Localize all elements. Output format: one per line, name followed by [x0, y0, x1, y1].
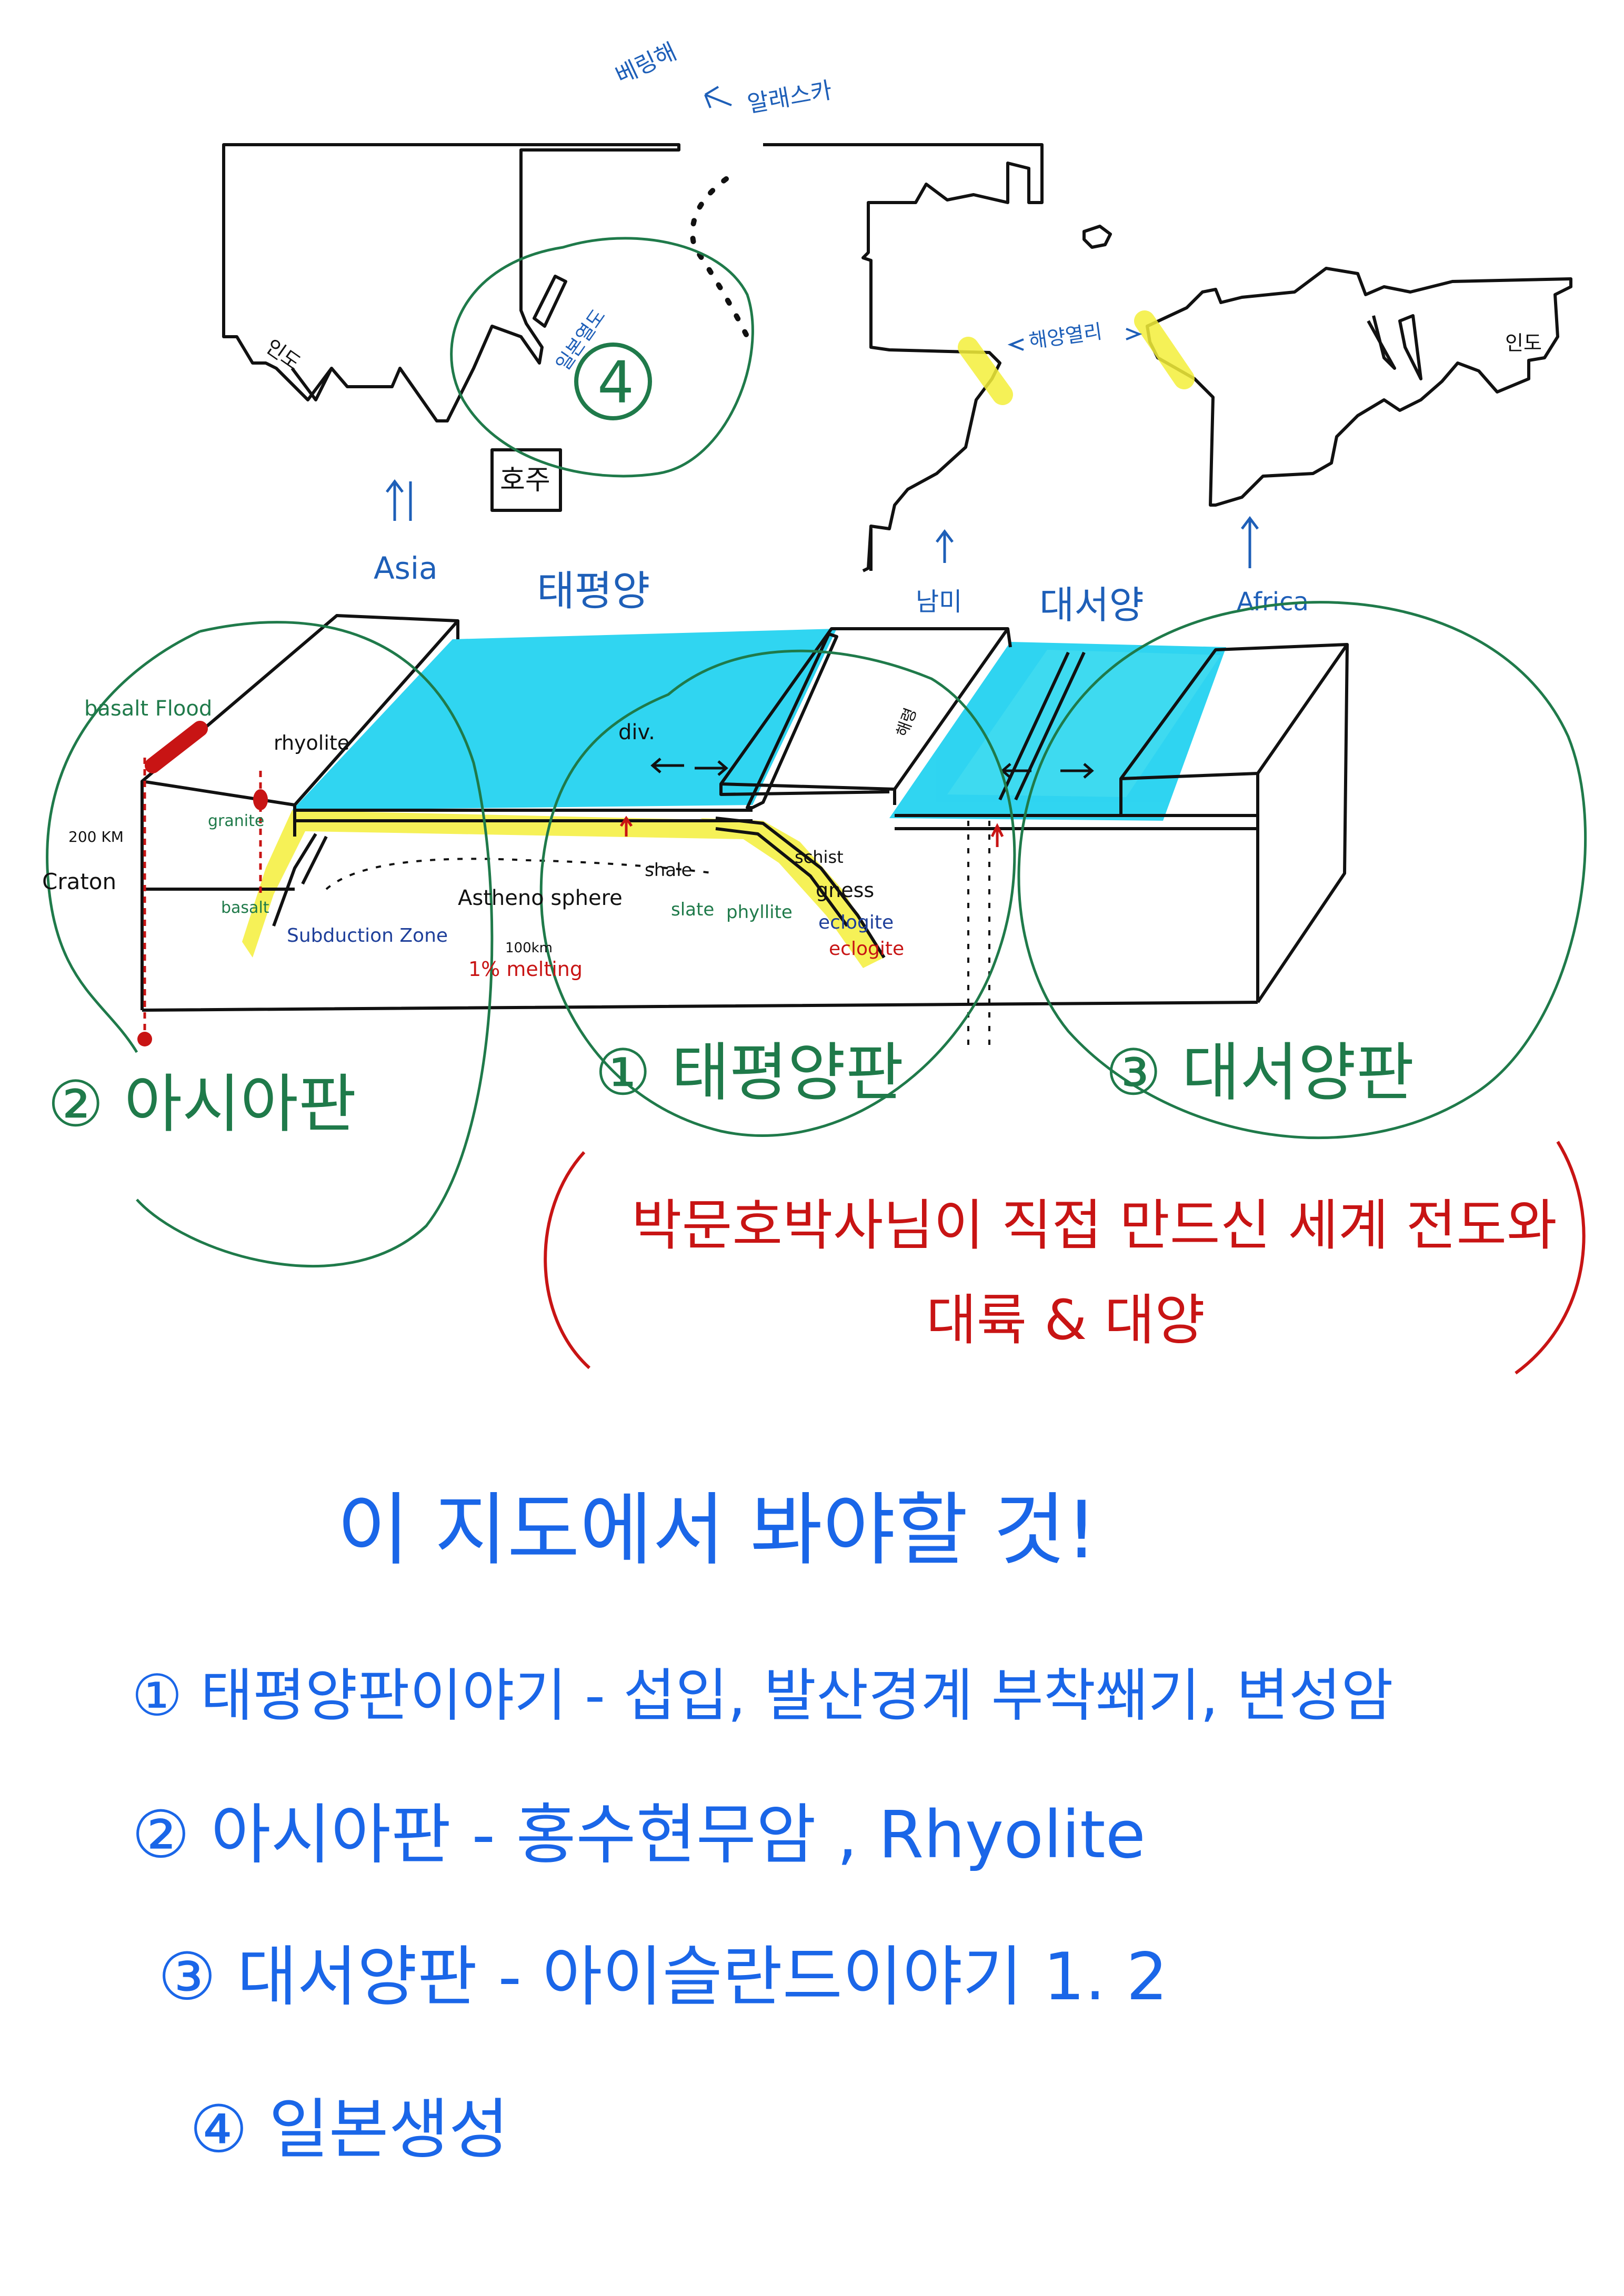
melting-label: 1% melting [468, 958, 583, 981]
slate-label: slate [671, 899, 714, 920]
divergence-arrows [650, 758, 1094, 779]
india-right-label: 인도 [1505, 331, 1542, 355]
red-note-line-2: 대륙 & 대양 [926, 1288, 1205, 1352]
australia-label: 호주 [500, 465, 550, 496]
asthenosphere-label: Astheno sphere [458, 886, 623, 910]
asthenosphere-lines [325, 821, 990, 1047]
depth-100-label: 100km [505, 940, 553, 956]
bottom-notes: 이 지도에서 봐야할 것! ① 태평양판이야기 - 섭입, 발산경계 부착쐐기,… [132, 1485, 1394, 2168]
india-left-label: 인도 [262, 335, 305, 375]
subduction-zone-label: Subduction Zone [287, 925, 448, 946]
circle-number-4: 4 [597, 349, 634, 416]
margin-highlights [958, 310, 1195, 405]
craton-label: Craton [42, 869, 116, 894]
asia-label: Asia [374, 550, 438, 586]
atlantic-title: 대서양 [1039, 583, 1144, 627]
bering-sea-label: 베링해 [611, 38, 681, 90]
up-arrows [386, 479, 1259, 568]
pacific-ridge [746, 632, 838, 809]
red-note: 박문호박사님이 직접 만드신 세계 전도와 대륙 & 대양 [544, 1141, 1586, 1375]
front-face [142, 888, 1258, 1012]
japan-outline [533, 275, 567, 328]
map-labels: 베링해 알래스카 일본열도 인도 호주 해양열리 인도 4 [262, 38, 1542, 496]
basalt-label: basalt [221, 899, 269, 917]
asia-subduction [272, 833, 328, 927]
atlantic-ridge [998, 651, 1086, 801]
america-block [719, 627, 1012, 805]
ridge-arrows [704, 86, 1142, 351]
atlantic-plate-label: ③ 대서양판 [1105, 1036, 1414, 1110]
red-sea-outline [1367, 315, 1396, 370]
notes-heading: 이 지도에서 봐야할 것! [337, 1485, 1097, 1576]
eclogite-label-1: eclogite [818, 912, 894, 933]
atlantic-plate-circle [1017, 601, 1587, 1140]
africa-block [1119, 643, 1349, 1003]
pacific-plate-circle [539, 649, 1016, 1137]
note-item-2: ② 아시아판 - 홍수현무암 , Rhyolite [132, 1797, 1146, 1873]
alaska-label: 알래스카 [745, 77, 834, 118]
block-diagram [141, 614, 1349, 1012]
pacific-plate-label: ① 태평양판 [595, 1036, 904, 1110]
south-america-label: 남미 [916, 587, 962, 617]
ocean-surface [295, 809, 753, 822]
australia-outline [490, 448, 562, 512]
rhyolite-label: rhyolite [274, 731, 349, 754]
arabia-notch-outline [1398, 314, 1422, 380]
section-labels: ② 아시아판 ① 태평양판 ③ 대서양판 [47, 1036, 1414, 1141]
world-map [222, 143, 1572, 572]
note-item-3: ③ 대서양판 - 아이슬란드이야기 1. 2 [158, 1939, 1168, 2015]
asia-plate-label: ② 아시아판 [47, 1068, 356, 1141]
granite-label: granite [208, 812, 264, 830]
eclogite-label-2: eclogite [829, 938, 904, 960]
depth-label: 200 KM [68, 828, 124, 845]
ridge-label: 해령 [893, 706, 920, 739]
americas-outline [763, 143, 1044, 572]
iceland-outline [1082, 225, 1112, 249]
basalt-flood-label: basalt Flood [84, 697, 212, 721]
continent-labels: Asia 태평양 남미 대서양 Africa [374, 550, 1309, 627]
mantle-plume [137, 721, 1004, 1046]
phyllite-label: phyllite [726, 902, 793, 923]
div-label: div. [618, 720, 655, 744]
plate-circles [46, 601, 1587, 1267]
pacific-slab [715, 817, 886, 959]
asia-plate-circle [46, 630, 201, 1053]
shale-label: shale [645, 860, 692, 881]
africa-outline [1146, 267, 1572, 507]
ocean-fills [292, 629, 1226, 821]
gneiss-label: gness [816, 879, 874, 902]
mid-atlantic-ridge-label: 해양열리 [1027, 320, 1104, 353]
red-note-line-1: 박문호박사님이 직접 만드신 세계 전도와 [631, 1193, 1557, 1257]
schist-label: schist [795, 847, 844, 867]
bering-dotted-arc [690, 176, 750, 339]
asia-outline [222, 143, 680, 422]
pacific-title: 태평양 [537, 568, 650, 615]
japan-circle [450, 237, 754, 478]
note-item-4: ④ 일본생성 [189, 2092, 509, 2168]
note-item-1: ① 태평양판이야기 - 섭입, 발산경계 부착쐐기, 변성암 [132, 1663, 1394, 1729]
india-left-outline [290, 367, 333, 401]
